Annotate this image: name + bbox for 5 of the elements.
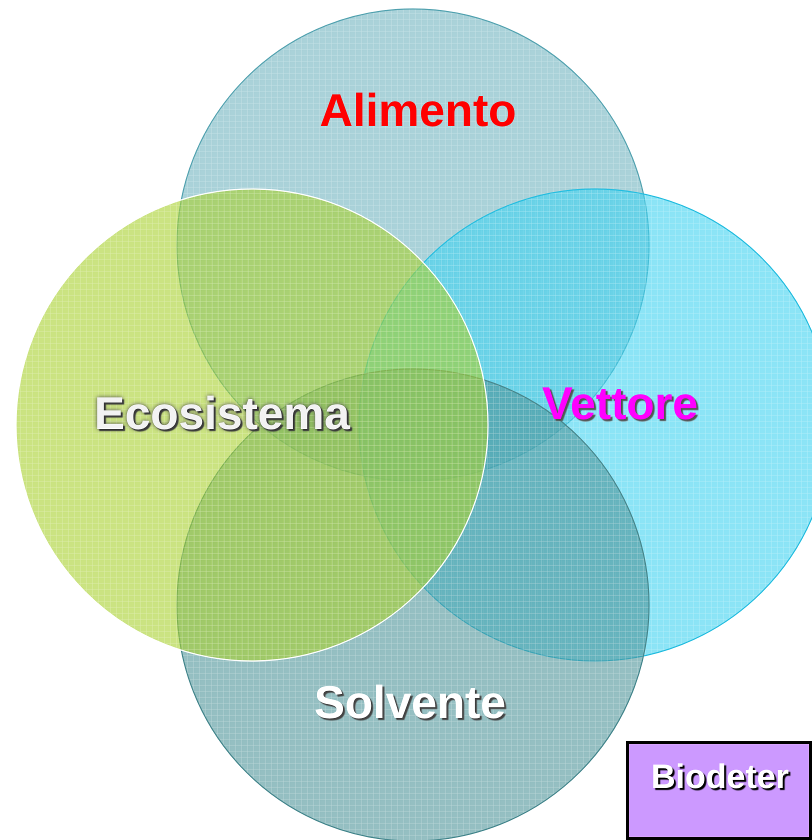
box-label: Biodeter	[651, 758, 789, 797]
circle-label: Vettore	[542, 376, 698, 430]
label-box	[626, 741, 812, 840]
circle-label: Alimento	[320, 83, 516, 137]
circle-label: Solvente	[314, 675, 506, 729]
